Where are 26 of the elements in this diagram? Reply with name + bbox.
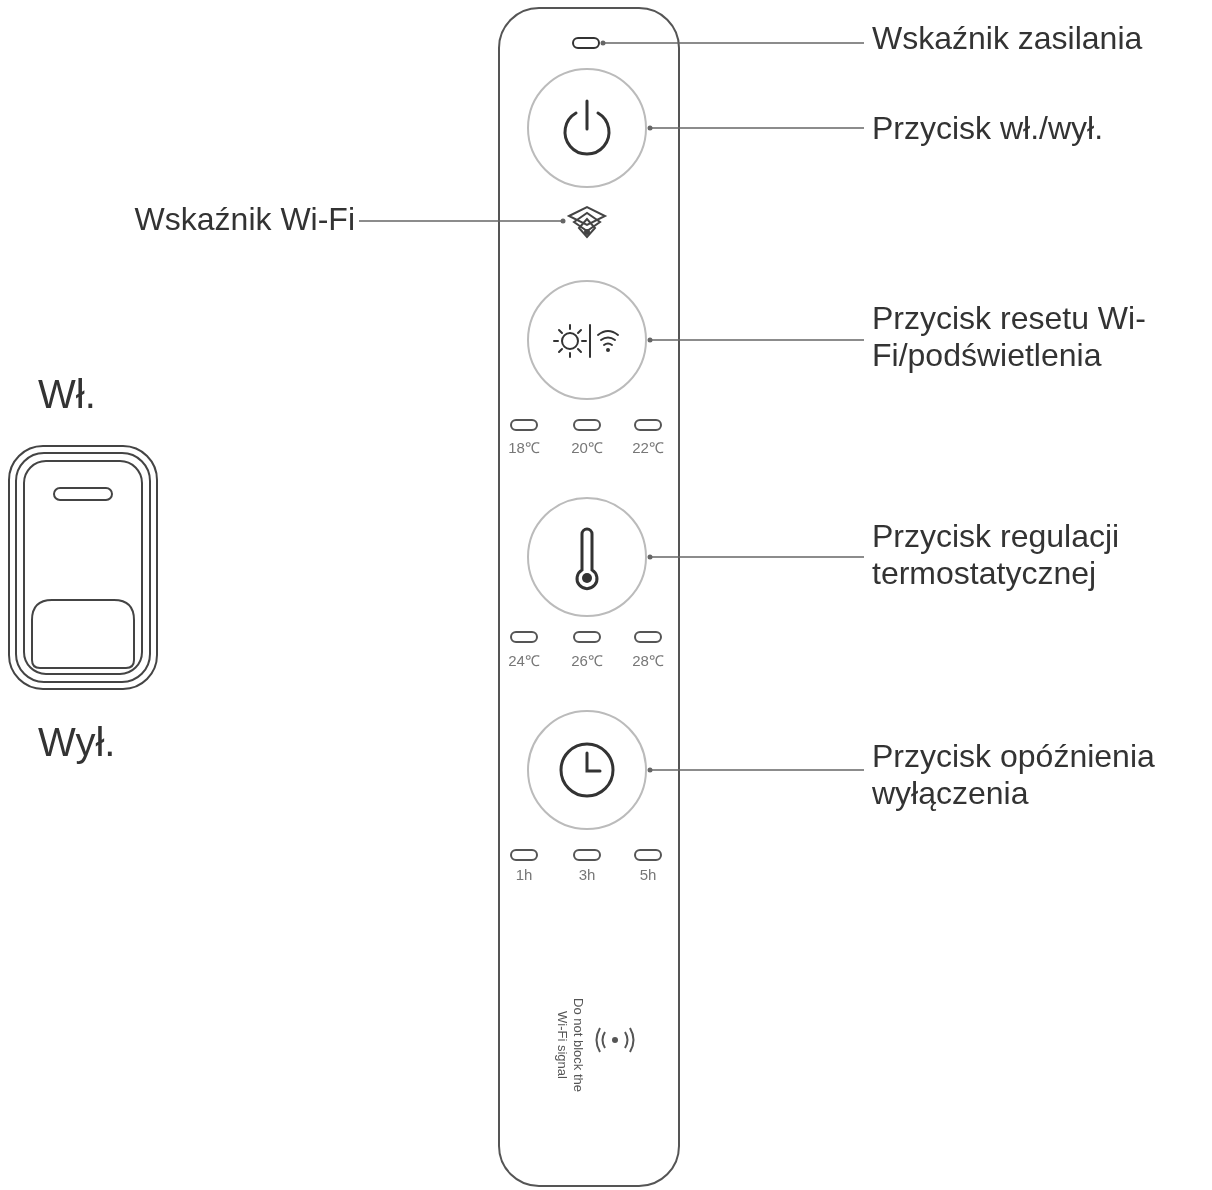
leader-line — [647, 125, 865, 131]
indicator-label: 1h — [514, 866, 534, 883]
note-text: Do not block the Wi-Fi signal — [554, 997, 586, 1093]
callout-text: Przycisk resetu Wi-Fi/podświetlenia — [872, 300, 1202, 374]
indicator-label: 28℃ — [631, 651, 665, 670]
indicator-label: 24℃ — [507, 651, 541, 670]
leader-line — [600, 40, 865, 46]
callout-text: Przycisk wł./wył. — [872, 110, 1202, 147]
indicator-label: 20℃ — [570, 438, 604, 457]
leader-line — [647, 767, 865, 773]
callout-text: Wskaźnik Wi-Fi — [134, 201, 355, 238]
wifi-icon — [566, 204, 608, 238]
callout-text: Wskaźnik zasilania — [872, 20, 1202, 57]
power-indicator-led — [572, 37, 600, 49]
indicator-label: 18℃ — [507, 438, 541, 457]
switch-position-label: Wł. — [38, 372, 97, 417]
indicator-label: 3h — [577, 866, 597, 883]
leader-line — [647, 554, 865, 560]
switch-position-label: Wył. — [38, 720, 117, 765]
indicator-label: 26℃ — [570, 651, 604, 670]
indicator-label: 5h — [638, 866, 658, 883]
indicator-label: 22℃ — [631, 438, 665, 457]
leader-line — [647, 337, 865, 343]
leader-line — [358, 218, 566, 224]
callout-text: Przycisk regulacji termostatycznej — [872, 518, 1134, 592]
callout-text: Przycisk opóźnienia wyłączenia — [872, 738, 1202, 812]
